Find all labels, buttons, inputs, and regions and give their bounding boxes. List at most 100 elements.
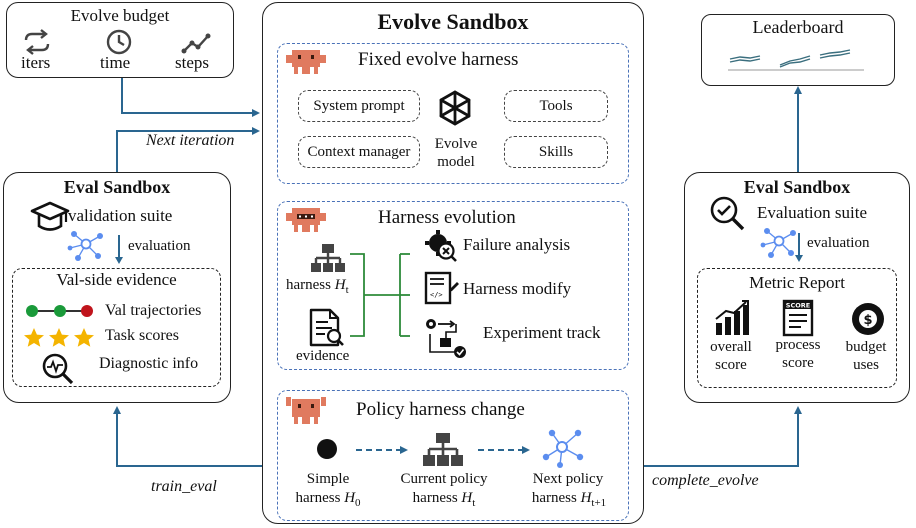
current-policy-var: H	[461, 490, 473, 506]
tools-label: Tools	[539, 97, 573, 114]
evaluation-magnifier-icon	[710, 196, 745, 231]
next-iteration-arrow	[116, 127, 260, 172]
harness-ht-sub: t	[345, 284, 349, 296]
eval-left-suite: validation suite	[68, 206, 173, 225]
scorecard-icon: SCORE	[782, 299, 814, 337]
simple-harness-dot-icon	[317, 439, 337, 459]
graduation-cap-icon	[30, 201, 70, 231]
stars-icon	[24, 328, 94, 347]
robot-working-icon	[286, 208, 326, 232]
experiment-track-label: Experiment track	[483, 323, 601, 342]
diagnostic-info-label: Diagnostic info	[99, 355, 199, 372]
metric-report-box: Metric Report overall score SCORE proces…	[697, 268, 897, 388]
budget-uses-line1: budget	[845, 339, 887, 355]
next-policy-graph-icon	[542, 429, 584, 468]
harness-ht-var: H	[334, 277, 346, 293]
hierarchy-icon	[311, 244, 345, 272]
policy-change-title: Policy harness change	[356, 399, 525, 420]
evolve-budget-title: Evolve budget	[70, 6, 170, 25]
harness-label: harness	[286, 277, 331, 293]
budget-iters-label: iters	[21, 53, 51, 72]
budget-uses-line2: uses	[853, 357, 879, 373]
next-iteration-label: Next iteration	[146, 132, 235, 149]
evolve-model-line1: Evolve	[434, 136, 478, 152]
harness-modify-icon: </>	[424, 271, 459, 305]
process-score-line1: process	[775, 337, 821, 353]
scorecard-badge-text: SCORE	[786, 302, 810, 310]
svg-text:</>: </>	[430, 291, 443, 299]
task-scores-label: Task scores	[105, 327, 179, 344]
complete-evolve-arrow	[644, 406, 802, 467]
svg-text:$: $	[863, 313, 872, 328]
evidence-document-icon	[309, 308, 344, 347]
bar-trend-icon	[715, 300, 749, 335]
leaderboard-chart-icon	[728, 49, 864, 71]
system-prompt-label: System prompt	[313, 97, 405, 114]
leaderboard-panel: Leaderboard	[701, 14, 895, 86]
current-policy-hierarchy-icon	[423, 433, 463, 466]
evolve-sandbox-title: Evolve Sandbox	[377, 9, 529, 34]
eval-right-suite: Evaluation suite	[757, 203, 868, 222]
skills-pill: Skills	[504, 136, 608, 168]
eval-sandbox-left: Eval Sandbox validation suite evaluation…	[3, 172, 231, 403]
policy-dashed-arrow-1	[356, 446, 408, 454]
overall-score-line1: overall	[710, 339, 752, 355]
simple-harness-sub: 0	[355, 497, 361, 509]
context-manager-label: Context manager	[307, 143, 411, 160]
next-policy-var: H	[580, 490, 592, 506]
steps-trend-icon	[181, 33, 211, 54]
next-policy-line1: Next policy	[532, 471, 604, 487]
failure-analysis-icon	[425, 230, 457, 262]
repeat-icon	[24, 29, 50, 55]
policy-harness-change-box: Policy harness change	[277, 390, 629, 521]
val-trajectories-label: Val trajectories	[105, 302, 202, 319]
harness-modify-label: Harness modify	[463, 279, 572, 298]
tools-pill: Tools	[504, 90, 608, 122]
simple-harness-line1: Simple	[306, 471, 350, 487]
policy-dashed-arrow-2	[478, 446, 530, 454]
system-prompt-pill: System prompt	[298, 90, 420, 122]
val-side-evidence-box: Val-side evidence Val trajectories Task …	[12, 268, 221, 387]
simple-harness-word: harness	[295, 490, 341, 506]
eval-right-title: Eval Sandbox	[743, 177, 851, 197]
evidence-label: evidence	[296, 348, 350, 364]
train-eval-arrow	[113, 406, 262, 467]
fixed-evolve-harness-box: Fixed evolve harness System prompt Conte…	[277, 43, 629, 184]
simple-harness-var: H	[344, 490, 356, 506]
budget-to-sandbox-arrow	[121, 78, 260, 117]
eval-left-down-arrow	[115, 235, 123, 264]
complete-evolve-label: complete_evolve	[652, 472, 759, 489]
failure-analysis-label: Failure analysis	[463, 235, 571, 254]
overall-score-line2: score	[715, 357, 747, 373]
next-policy-line2: harness Ht+1	[514, 490, 624, 509]
trajectory-dots-icon	[26, 305, 93, 317]
eval-right-down-arrow	[795, 233, 803, 262]
experiment-track-icon	[426, 319, 466, 358]
next-policy-sub: t+1	[591, 497, 607, 509]
evolve-sandbox-panel: Evolve Sandbox Fixed evolve harness Syst…	[262, 2, 644, 524]
val-evidence-title: Val-side evidence	[56, 270, 177, 289]
network-graph-right-icon	[760, 228, 796, 258]
diagnostic-magnifier-icon	[42, 353, 74, 385]
current-policy-line2: harness Ht	[390, 490, 498, 509]
budget-steps-label: steps	[175, 53, 209, 72]
eval-right-evaluation: evaluation	[807, 235, 870, 251]
harness-evolution-title: Harness evolution	[378, 207, 516, 228]
clock-icon	[106, 29, 132, 55]
eval-sandbox-right: Eval Sandbox Evaluation suite evaluation…	[684, 172, 910, 403]
leaderboard-title: Leaderboard	[752, 17, 844, 37]
skills-label: Skills	[538, 143, 574, 160]
harness-evolution-box: Harness evolution harness Ht evidence	[277, 201, 629, 370]
metric-report-title: Metric Report	[749, 273, 845, 292]
evolve-budget-panel: Evolve budget iters time steps	[6, 2, 234, 78]
current-policy-line1: Current policy	[400, 471, 488, 487]
context-manager-pill: Context manager	[298, 136, 420, 168]
budget-time-label: time	[100, 53, 131, 72]
current-policy-sub: t	[472, 497, 476, 509]
harness-ht-label: harness Ht	[286, 277, 349, 296]
current-policy-word: harness	[412, 490, 458, 506]
eval-left-evaluation: evaluation	[128, 238, 191, 254]
eval-left-title: Eval Sandbox	[63, 177, 171, 197]
next-policy-word: harness	[531, 490, 577, 506]
robot-policy-icon	[286, 397, 326, 424]
